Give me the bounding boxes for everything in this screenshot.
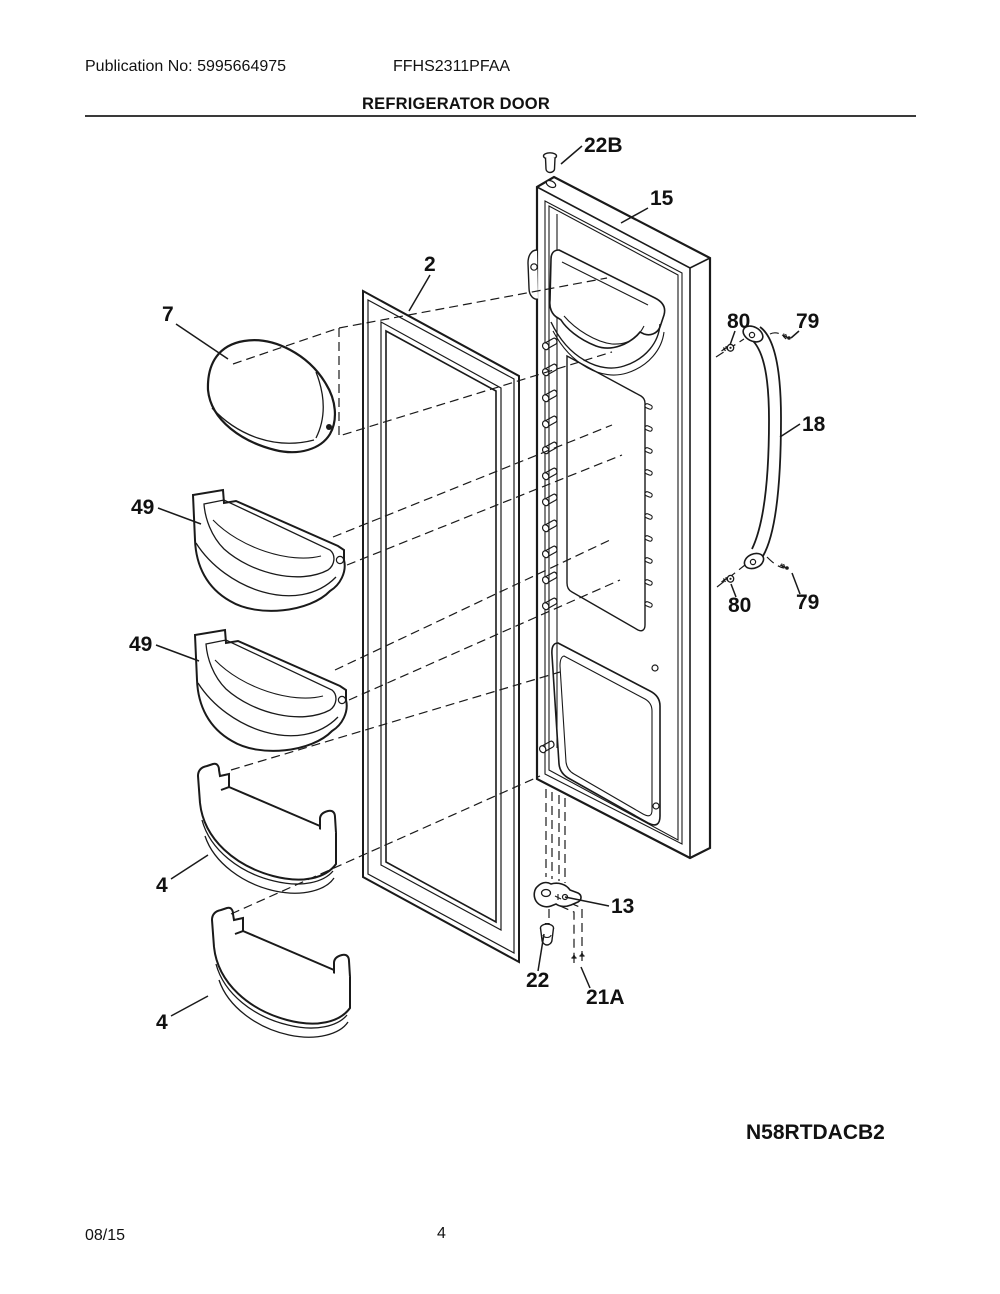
callout-label-4-lower: 4 — [156, 1011, 168, 1034]
hinge-screw-21a-left — [570, 953, 578, 964]
door-gasket-part-2 — [362, 289, 520, 964]
publication-number: Publication No: 5995664975 — [85, 58, 287, 75]
liner-slots — [643, 402, 660, 810]
bottom-hinge-part-13 — [533, 881, 582, 908]
callout-label-22b: 22B — [584, 134, 623, 157]
callout-label-22: 22 — [526, 969, 549, 992]
leader-lines — [155, 145, 801, 1017]
diagram-code: N58RTDACB2 — [746, 1121, 885, 1144]
hinge-screw-21a-right — [578, 951, 586, 962]
callout-label-15: 15 — [650, 187, 674, 210]
shelf-rail-part-4-upper — [197, 762, 337, 895]
callout-label-18: 18 — [802, 413, 826, 436]
callout-label-80-top: 80 — [727, 310, 750, 333]
door-bin-part-49-upper — [192, 489, 346, 612]
callout-label-79-bottom: 79 — [796, 591, 819, 614]
callout-label-2: 2 — [424, 253, 436, 276]
dairy-cover-part-7 — [206, 339, 336, 454]
page-title: REFRIGERATOR DOOR — [362, 95, 550, 113]
handle-screw-80-top — [720, 343, 735, 352]
door-bin-part-49-lower — [194, 629, 348, 752]
callout-label-7: 7 — [162, 303, 174, 326]
footer-page-number: 4 — [437, 1225, 446, 1242]
door-handle-part-18 — [742, 325, 782, 570]
dairy-shelf-recess — [549, 249, 666, 376]
callout-label-79-top: 79 — [796, 310, 819, 333]
hinge-pin-cap-part-22b — [542, 152, 558, 174]
callout-label-13: 13 — [611, 895, 634, 918]
model-number: FFHS2311PFAA — [393, 58, 511, 75]
header-rule — [85, 115, 916, 117]
handle-screw-80-bottom — [720, 574, 735, 583]
callout-label-21a: 21A — [586, 986, 625, 1009]
footer-date: 08/15 — [85, 1227, 126, 1244]
door-panel-part-15 — [527, 175, 712, 860]
callout-label-80-bottom: 80 — [728, 594, 751, 617]
shelf-rail-part-4-lower — [211, 906, 351, 1039]
callout-label-49-lower: 49 — [129, 633, 152, 656]
screw-79-bottom — [779, 562, 790, 571]
callout-label-49-upper: 49 — [131, 496, 154, 519]
callout-label-4-upper: 4 — [156, 874, 168, 897]
